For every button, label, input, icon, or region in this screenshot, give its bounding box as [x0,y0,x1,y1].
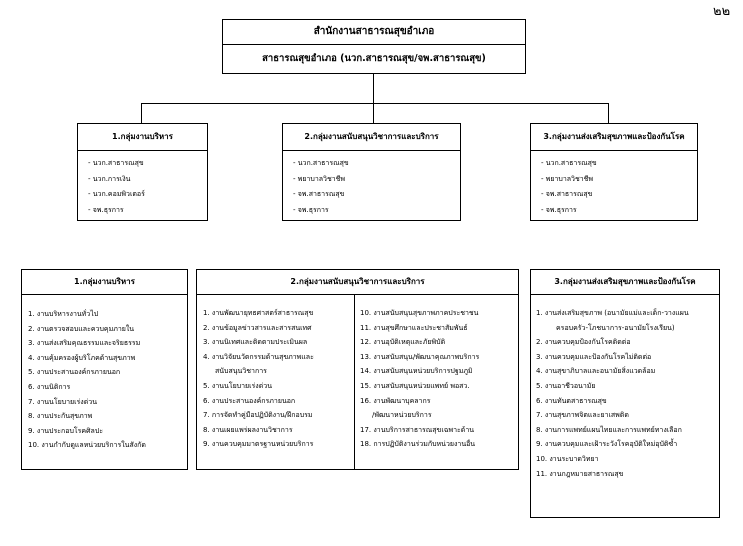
bottom-group-support-left-list: 1. งานพัฒนายุทธศาสตร์สาธารณสุข 2. งานข้อ… [203,306,314,452]
list-item: 9. งานควบคุมและเฝ้าระวังโรคอุบัติใหม่อุบ… [536,440,678,449]
list-item: 6. งานประสานองค์กรภายนอก [203,396,296,405]
list-item: - นวก.สาธารณสุข [541,159,597,167]
list-item: - นวก.คอมพิวเตอร์ [88,190,145,198]
list-item: 15. งานสนับสนุนหน่วยแพทย์ พอสว. [360,381,470,390]
list-item: สนับสนุนวิชาการ [215,367,267,376]
list-item: 4. งานคุ้มครองผู้บริโภคด้านสุขภาพ [28,353,136,362]
list-item: 8. งานการแพทย์แผนไทยและการแพทย์ทางเลือก [536,425,682,434]
top-title: สำนักงานสาธารณสุขอำเภอ [223,20,525,45]
top-box: สำนักงานสาธารณสุขอำเภอ สาธารณสุขอำเภอ (น… [222,19,526,74]
bottom-group-promotion-title: 3.กลุ่มงานส่งเสริมสุขภาพและป้องกันโรค [531,270,719,295]
list-item: 9. งานประกอบโรคศิลปะ [28,426,104,435]
list-item: 2. งานตรวจสอบและควบคุมภายใน [28,324,135,333]
list-item: - พยาบาลวิชาชีพ [541,174,594,183]
top-subtitle: สาธารณสุขอำเภอ (นวก.สาธารณสุข/จพ.สาธารณส… [262,53,486,64]
connector-top-down [373,74,374,104]
list-item: 17. งานบริการสาธารณสุขเฉพาะด้าน [360,425,475,434]
list-item: - นวก.สาธารณสุข [88,159,144,167]
list-item: 3. งานนิเทศและติดตามประเมินผล [203,338,308,347]
mid-group-admin: 1.กลุ่มงานบริหาร - นวก.สาธารณสุข - นวก.ก… [77,123,208,221]
list-item: 7. งานนโยบายเร่งด่วน [28,397,97,406]
bottom-group-support-right-list: 10. งานสนับสนุนสุขภาพภาคประชาชน 11. งานส… [360,306,479,452]
list-item: 11. งานสุขศึกษาและประชาสัมพันธ์ [360,323,468,332]
list-item: ครอบครัว-โภชนาการ-อนามัยโรงเรียน) [556,323,675,332]
list-item: 13. งานสนับสนุน/พัฒนาคุณภาพบริการ [360,352,480,361]
list-item: 10. งานกำกับดูแลหน่วยบริการในสังกัด [28,441,146,450]
list-item: 2. งานควบคุมป้องกันโรคติดต่อ [536,338,631,347]
list-item: 10. งานระบาดวิทยา [536,454,599,463]
list-item: - จพ.สาธารณสุข [293,190,345,198]
list-item: 1. งานพัฒนายุทธศาสตร์สาธารณสุข [203,309,314,317]
mid-group-support-list: - นวก.สาธารณสุข - พยาบาลวิชาชีพ - จพ.สาธ… [283,151,460,218]
list-item: - จพ.สาธารณสุข [541,190,593,198]
mid-group-support: 2.กลุ่มงานสนับสนุนวิชาการและบริการ - นวก… [282,123,461,221]
list-item: - นวก.การเงิน [88,174,131,183]
page-number: ๒๒ [713,4,731,19]
bottom-group-admin-title: 1.กลุ่มงานบริหาร [22,270,187,295]
support-column-divider [354,294,355,470]
list-item: - นวก.สาธารณสุข [293,159,349,167]
list-item: 10. งานสนับสนุนสุขภาพภาคประชาชน [360,309,479,317]
connector-mid-horizontal [141,103,608,104]
mid-group-admin-title: 1.กลุ่มงานบริหาร [78,124,207,151]
list-item: - พยาบาลวิชาชีพ [293,174,346,183]
connector-mid-1 [141,103,142,123]
list-item: /พัฒนาหน่วยบริการ [372,411,432,420]
bottom-group-support: 2.กลุ่มงานสนับสนุนวิชาการและบริการ 1. งา… [196,269,519,470]
list-item: 9. งานควบคุมมาตรฐานหน่วยบริการ [203,440,314,449]
bottom-group-promotion: 3.กลุ่มงานส่งเสริมสุขภาพและป้องกันโรค 1.… [530,269,720,518]
list-item: 7. งานสุขภาพจิตและยาเสพติด [536,411,629,420]
list-item: 8. งานประกันสุขภาพ [28,412,93,421]
list-item: 16. งานพัฒนาบุคลากร [360,396,431,405]
connector-mid-3 [608,103,609,123]
list-item: 2. งานข้อมูลข่าวสารและสารสนเทศ [203,323,312,332]
list-item: 4. งานสุขาภิบาลและอนามัยสิ่งแวดล้อม [536,367,656,376]
list-item: 14. งานสนับสนุนหน่วยบริการปฐมภูมิ [360,367,473,376]
list-item: 3. งานส่งเสริมคุณธรรมและจริยธรรม [28,339,141,348]
list-item: 8. งานเผยแพร่ผลงานวิชาการ [203,425,293,434]
list-item: - จพ.ธุรการ [541,205,577,214]
bottom-group-support-title: 2.กลุ่มงานสนับสนุนวิชาการและบริการ [197,270,518,295]
list-item: 5. งานนโยบายเร่งด่วน [203,381,272,390]
list-item: 3. งานควบคุมและป้องกันโรคไม่ติดต่อ [536,352,652,361]
list-item: 11. งานกฎหมายสาธารณสุข [536,469,624,478]
bottom-group-admin: 1.กลุ่มงานบริหาร 1. งานบริหารงานทั่วไป 2… [21,269,188,470]
mid-group-promotion-list: - นวก.สาธารณสุข - พยาบาลวิชาชีพ - จพ.สาธ… [531,151,697,218]
list-item: 7. การจัดทำคู่มือปฏิบัติงาน/ฝึกอบรม [203,411,313,420]
mid-group-promotion-title: 3.กลุ่มงานส่งเสริมสุขภาพและป้องกันโรค [531,124,697,151]
list-item: - จพ.ธุรการ [293,205,329,214]
mid-group-support-title: 2.กลุ่มงานสนับสนุนวิชาการและบริการ [283,124,460,151]
list-item: - จพ.ธุรการ [88,205,124,214]
mid-group-admin-list: - นวก.สาธารณสุข - นวก.การเงิน - นวก.คอมพ… [78,151,207,218]
bottom-group-promotion-list: 1. งานส่งเสริมสุขภาพ (อนามัยแม่และเด็ก-ว… [531,295,719,481]
list-item: 1. งานส่งเสริมสุขภาพ (อนามัยแม่และเด็ก-ว… [536,309,689,317]
connector-mid-2 [373,103,374,123]
list-item: 4. งานวิจัยนวัตกรรมด้านสุขภาพและ [203,352,314,361]
mid-group-promotion: 3.กลุ่มงานส่งเสริมสุขภาพและป้องกันโรค - … [530,123,698,221]
list-item: 6. งานนิติการ [28,382,71,391]
list-item: 1. งานบริหารงานทั่วไป [28,310,99,318]
list-item: 5. งานอาชีวอนามัย [536,381,596,390]
list-item: 6. งานทันตสาธารณสุข [536,396,607,405]
list-item: 18. การปฏิบัติงานร่วมกับหน่วยงานอื่น [360,440,476,449]
list-item: 12. งานอุบัติเหตุและภัยพิบัติ [360,338,446,347]
bottom-group-admin-list: 1. งานบริหารงานทั่วไป 2. งานตรวจสอบและคว… [22,295,187,453]
list-item: 5. งานประสานองค์กรภายนอก [28,368,121,377]
